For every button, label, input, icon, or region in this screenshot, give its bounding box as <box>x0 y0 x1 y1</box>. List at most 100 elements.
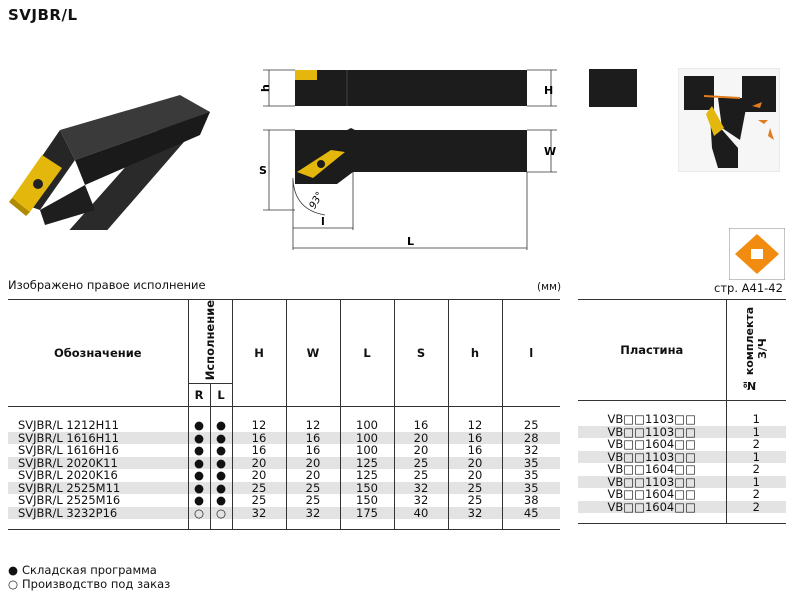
page-title: SVJBR/L <box>8 6 78 24</box>
table-row: VB□□1103□□1 <box>578 450 786 463</box>
cell-H: 12 <box>231 419 286 432</box>
cell-L: ● <box>209 482 232 495</box>
cell-H: 16 <box>231 432 286 445</box>
cell-L: ● <box>209 419 232 432</box>
cell-Lv: 100 <box>339 444 394 457</box>
cell-l: 35 <box>501 482 560 495</box>
cell-des: SVJBR/L 2020K16 <box>18 468 118 483</box>
cell-insert: VB□□1604□□ <box>607 437 697 451</box>
cell-h: 12 <box>447 419 502 432</box>
cell-H: 32 <box>231 507 286 520</box>
cell-des: SVJBR/L 2525M16 <box>18 493 121 508</box>
cell-kit: 2 <box>725 438 786 451</box>
cell-S: 20 <box>393 444 448 457</box>
cell-R: ● <box>187 457 210 470</box>
table-row: VB□□1103□□ 1 <box>578 413 786 426</box>
cell-Lv: 150 <box>339 494 394 507</box>
header-L: L <box>339 298 394 408</box>
cell-W: 16 <box>285 444 340 457</box>
cell-S: 25 <box>393 469 448 482</box>
cell-H: 20 <box>231 469 286 482</box>
cell-R: ● <box>187 419 210 432</box>
header-W: W <box>285 298 340 408</box>
label-angle: 93° <box>308 190 326 211</box>
cell-insert: VB□□1103□□ <box>578 450 726 463</box>
header-kit: № комплекта З/Ч <box>743 305 770 392</box>
cell-des: SVJBR/L 2525M11 <box>8 482 188 495</box>
end-view-image <box>589 69 637 107</box>
header-S: S <box>393 298 448 408</box>
cell-kit: 2 <box>725 500 786 513</box>
cell-R: ● <box>187 494 210 507</box>
technical-drawing: h H S W 93° l L <box>259 69 557 250</box>
cell-insert: VB□□1103□□ <box>607 412 697 426</box>
header-H: H <box>231 298 286 408</box>
cell-kit: 1 <box>725 425 786 438</box>
label-l: l <box>321 215 325 228</box>
cell-insert: VB□□1103□□ <box>578 475 726 488</box>
table-row: VB□□1604□□2 <box>578 463 786 476</box>
header-version: Исполнение <box>203 300 217 381</box>
cell-S: 16 <box>393 419 448 432</box>
cell-h: 16 <box>447 432 502 445</box>
application-detail-image <box>678 68 780 172</box>
cell-Lv: 125 <box>339 469 394 482</box>
cell-L: ● <box>209 432 232 445</box>
cell-W: 12 <box>285 419 340 432</box>
cell-H: 16 <box>231 444 286 457</box>
cell-h: 25 <box>447 482 502 495</box>
legend-stock-mark: ● <box>8 563 19 577</box>
label-W: W <box>544 145 556 158</box>
cell-l: 28 <box>501 432 560 445</box>
label-S: S <box>259 164 267 177</box>
cell-des: SVJBR/L 1616H11 <box>8 432 188 445</box>
insert-icon <box>729 228 785 280</box>
cell-h: 32 <box>447 507 502 520</box>
cell-Lv: 125 <box>339 457 394 470</box>
cell-kit: 1 <box>725 413 786 426</box>
cell-H: 25 <box>231 482 286 495</box>
cell-S: 32 <box>393 494 448 507</box>
cell-h: 20 <box>447 457 502 470</box>
header-designation: Обозначение <box>8 298 188 408</box>
dimensions-table: Обозначение Исполнение H W L S h l R L S… <box>8 298 560 531</box>
header-L-version: L <box>209 383 232 408</box>
cell-W: 25 <box>285 482 340 495</box>
tool-holder-image <box>9 95 210 230</box>
cell-R: ● <box>187 444 210 457</box>
table-row: VB□□1604□□ 2 <box>578 438 786 451</box>
cell-insert: VB□□1604□□ <box>578 500 726 513</box>
header-h: h <box>447 298 502 408</box>
page-reference: стр. A41-42 <box>714 281 783 295</box>
cell-W: 20 <box>285 457 340 470</box>
cell-W: 25 <box>285 494 340 507</box>
cell-kit: 1 <box>725 475 786 488</box>
header-insert: Пластина <box>578 299 726 401</box>
cell-des: SVJBR/L 2020K11 <box>8 457 188 470</box>
cell-insert: VB□□1103□□ <box>578 425 726 438</box>
cell-L: ● <box>209 444 232 457</box>
legend-stock: ●Складская программа <box>8 563 157 577</box>
header-R: R <box>187 383 210 408</box>
cell-l: 32 <box>501 444 560 457</box>
cell-Lv: 100 <box>339 432 394 445</box>
cell-l: 25 <box>501 419 560 432</box>
cell-W: 32 <box>285 507 340 520</box>
cell-des: SVJBR/L 1212H11 <box>18 418 119 433</box>
label-H: H <box>544 84 553 97</box>
cell-h: 16 <box>447 444 502 457</box>
cell-l: 45 <box>501 507 560 520</box>
units: (мм) <box>537 281 562 293</box>
cell-h: 20 <box>447 469 502 482</box>
cell-des: SVJBR/L 3232P16 <box>8 507 188 520</box>
cell-W: 16 <box>285 432 340 445</box>
header-l: l <box>501 298 560 408</box>
caption: Изображено правое исполнение <box>8 278 206 292</box>
